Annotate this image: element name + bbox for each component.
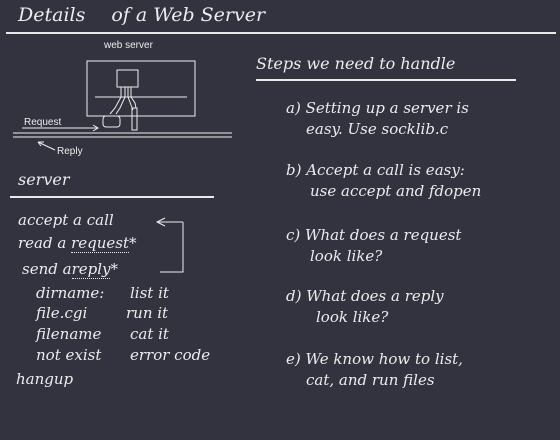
read-request: request	[71, 234, 130, 253]
socket-plug	[102, 115, 121, 128]
slide-title-left: Details	[18, 4, 86, 26]
step-e: e) We know how to list, cat, and run fil…	[286, 349, 463, 391]
server-underline	[10, 196, 214, 198]
step-a: a) Setting up a server is easy. Use sock…	[286, 98, 469, 140]
slide-title-right: of a Web Server	[111, 4, 266, 26]
step-c-line1: c) What does a request	[286, 226, 462, 244]
asterisk-reply: *	[110, 260, 118, 278]
line-read: read a request*	[18, 234, 137, 253]
step-c-line2: look like?	[310, 247, 383, 265]
step-a-line1: a) Setting up a server is	[286, 99, 469, 117]
dirname-action: list it	[130, 284, 169, 302]
step-a-line2: easy. Use socklib.c	[306, 120, 449, 138]
filename-action: cat it	[130, 325, 169, 343]
step-b-line2: use accept and fdopen	[310, 182, 482, 200]
request-label: Request	[24, 117, 62, 128]
step-b-line1: b) Accept a call is easy:	[286, 161, 465, 179]
process-square	[116, 69, 139, 88]
filecgi-label: file.cgi	[36, 304, 88, 322]
line-accept: accept a call	[18, 211, 114, 229]
line-hangup: hangup	[16, 370, 74, 388]
step-c: c) What does a request look like?	[286, 225, 461, 267]
step-d-line2: look like?	[316, 308, 389, 326]
step-d: d) What does a reply look like?	[286, 286, 444, 328]
title-underline	[6, 32, 556, 34]
line-send: send areply*	[22, 260, 118, 279]
loop-bracket	[160, 222, 184, 273]
web-server-label: web server	[104, 40, 153, 51]
read-prefix: read a	[18, 234, 67, 252]
reply-arrow	[37, 141, 56, 151]
step-e-line2: cat, and run files	[306, 371, 435, 389]
reply-label: Reply	[57, 146, 83, 157]
filecgi-action: run it	[126, 304, 169, 322]
step-b: b) Accept a call is easy: use accept and…	[286, 160, 481, 202]
notexist-action: error code	[130, 346, 211, 364]
dirname-label: dirname:	[36, 284, 105, 302]
filename-label: filename	[36, 325, 102, 343]
notexist-label: not exist	[36, 346, 102, 364]
step-d-line1: d) What does a reply	[286, 287, 444, 305]
steps-underline	[256, 79, 516, 81]
steps-heading: Steps we need to handle	[256, 54, 456, 73]
slide-title: Details of a Web Server	[18, 4, 265, 26]
asterisk-request: *	[129, 234, 137, 252]
send-prefix: send a	[22, 260, 72, 278]
server-heading: server	[18, 170, 70, 189]
step-e-line1: e) We know how to list,	[286, 350, 463, 368]
server-box	[86, 60, 196, 117]
send-reply: reply	[71, 260, 111, 279]
